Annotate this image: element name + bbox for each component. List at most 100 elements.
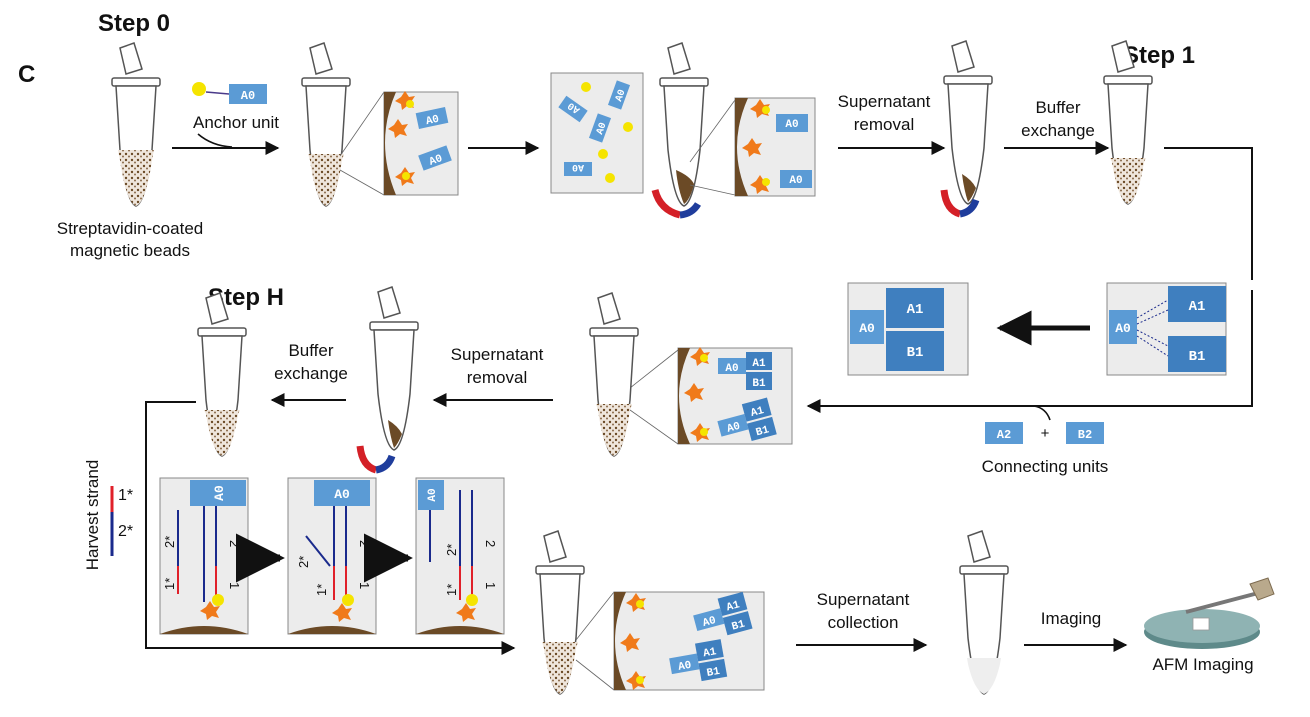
svg-text:A1: A1 xyxy=(907,302,924,318)
svg-text:B2: B2 xyxy=(1078,428,1092,442)
tube-3 xyxy=(659,42,709,207)
toehold-panel-1: A0 2 1 2* 1* xyxy=(159,477,249,635)
connecting-curve xyxy=(1033,405,1051,421)
panel-letter: C xyxy=(18,61,35,88)
tube-4 xyxy=(943,40,993,205)
svg-text:A2: A2 xyxy=(997,428,1011,442)
afm-imaging-label: AFM Imaging xyxy=(1152,655,1253,674)
zoom-line xyxy=(629,409,679,445)
svg-text:A0: A0 xyxy=(212,485,227,501)
toehold-panel-3: A0 2 1 2* 1* xyxy=(415,477,505,635)
svg-text:B1: B1 xyxy=(755,424,771,439)
svg-text:A0: A0 xyxy=(785,119,798,131)
svg-text:B1: B1 xyxy=(907,345,924,361)
connecting-unit-b2: B2 xyxy=(1066,422,1104,444)
supernatant-collection-line1: Supernatant xyxy=(817,590,910,609)
step0-title: Step 0 xyxy=(98,10,170,37)
svg-text:1*: 1* xyxy=(444,584,459,596)
tube-stepH xyxy=(197,292,247,457)
svg-text:B1: B1 xyxy=(752,378,766,390)
step1-title: Step 1 xyxy=(1123,42,1195,69)
svg-text:A0: A0 xyxy=(725,363,738,375)
supernatant-removal-2-line1: Supernatant xyxy=(451,345,544,364)
flow-line-right xyxy=(1164,147,1253,280)
svg-text:A1: A1 xyxy=(702,646,717,660)
tube-beads xyxy=(111,42,161,207)
svg-text:2*: 2* xyxy=(162,536,177,548)
tube-8 xyxy=(535,530,585,695)
harvest-1star: 1* xyxy=(118,487,133,504)
anchor-curve xyxy=(197,133,233,148)
beads-label-line1: Streptavidin-coated xyxy=(57,219,203,238)
supernatant-collection-line2: collection xyxy=(828,613,899,632)
connecting-unit-a2: A2 xyxy=(985,422,1023,444)
connecting-units-label: Connecting units xyxy=(982,457,1109,476)
flow-line-left xyxy=(145,401,516,655)
svg-text:A0: A0 xyxy=(425,114,440,128)
svg-text:2: 2 xyxy=(357,540,372,547)
svg-text:1: 1 xyxy=(483,582,498,589)
zoom-line xyxy=(575,591,615,641)
buffer-exchange-1-line1: Buffer xyxy=(1035,98,1080,117)
harvest-strand-label: Harvest strand xyxy=(83,460,102,571)
zoom-line xyxy=(689,184,736,196)
inset-released: A0 A1 B1 A0 A1 B1 xyxy=(613,591,765,691)
svg-text:A0: A0 xyxy=(677,660,692,674)
svg-text:A0: A0 xyxy=(428,153,445,169)
svg-text:B1: B1 xyxy=(1189,349,1206,365)
svg-text:2: 2 xyxy=(227,540,242,547)
svg-text:B1: B1 xyxy=(706,666,721,680)
magnet-icon xyxy=(940,189,980,218)
anchor-unit-icon: A0 xyxy=(192,82,267,104)
svg-text:A0: A0 xyxy=(1115,321,1131,336)
svg-text:2: 2 xyxy=(483,540,498,547)
svg-text:A1: A1 xyxy=(752,358,766,370)
zoom-line xyxy=(689,99,736,163)
assembly-before: A0 A1 B1 xyxy=(1106,282,1227,376)
flow-line-return xyxy=(806,290,1253,413)
svg-text:A0: A0 xyxy=(334,487,350,502)
svg-text:A0: A0 xyxy=(614,88,628,103)
afm-icon xyxy=(1144,577,1275,649)
svg-text:A1: A1 xyxy=(1189,299,1206,315)
svg-text:A0: A0 xyxy=(702,615,718,630)
supernatant-removal-1-line1: Supernatant xyxy=(838,92,931,111)
zoom-line xyxy=(575,659,615,691)
svg-text:A0: A0 xyxy=(726,421,742,436)
inset-bound-anchor: A0 A0 xyxy=(383,91,459,196)
tube-2 xyxy=(301,42,351,207)
toehold-panel-2: A0 2 1 2* 1* xyxy=(287,477,377,635)
svg-text:A0: A0 xyxy=(595,121,609,136)
supernatant-removal-2-line2: removal xyxy=(467,368,527,387)
supernatant-removal-1-line2: removal xyxy=(854,115,914,134)
imaging-label: Imaging xyxy=(1041,609,1101,628)
svg-text:A0: A0 xyxy=(572,161,584,172)
svg-text:1: 1 xyxy=(227,582,242,589)
svg-text:1*: 1* xyxy=(162,578,177,590)
plus-sign: + xyxy=(1041,425,1050,442)
buffer-exchange-2-line2: exchange xyxy=(274,364,348,383)
svg-text:A0: A0 xyxy=(241,89,255,103)
tube-7 xyxy=(369,286,419,451)
anchor-unit-label: Anchor unit xyxy=(193,113,279,132)
buffer-exchange-1-line2: exchange xyxy=(1021,121,1095,140)
zoom-line xyxy=(339,169,385,196)
tube-6 xyxy=(589,292,639,457)
tube-5 xyxy=(1103,40,1153,205)
svg-text:B1: B1 xyxy=(731,619,747,634)
svg-text:A1: A1 xyxy=(725,599,741,614)
svg-text:2*: 2* xyxy=(444,544,459,556)
harvest-2star: 2* xyxy=(118,523,133,540)
magnet-icon xyxy=(356,445,396,474)
tube-supernatant xyxy=(959,530,1009,695)
zoom-line xyxy=(629,349,679,389)
svg-text:2*: 2* xyxy=(296,556,311,568)
inset-free-anchors: A0 A0 A0 A0 xyxy=(550,72,644,194)
svg-text:1: 1 xyxy=(357,582,372,589)
assembly-after: A0 A1 B1 xyxy=(847,282,969,376)
beads-label-line2: magnetic beads xyxy=(70,241,190,260)
inset-assembled: A0 A1 B1 A0 A1 B1 xyxy=(677,347,793,445)
magnet-icon xyxy=(651,188,702,219)
svg-text:A1: A1 xyxy=(750,405,766,420)
